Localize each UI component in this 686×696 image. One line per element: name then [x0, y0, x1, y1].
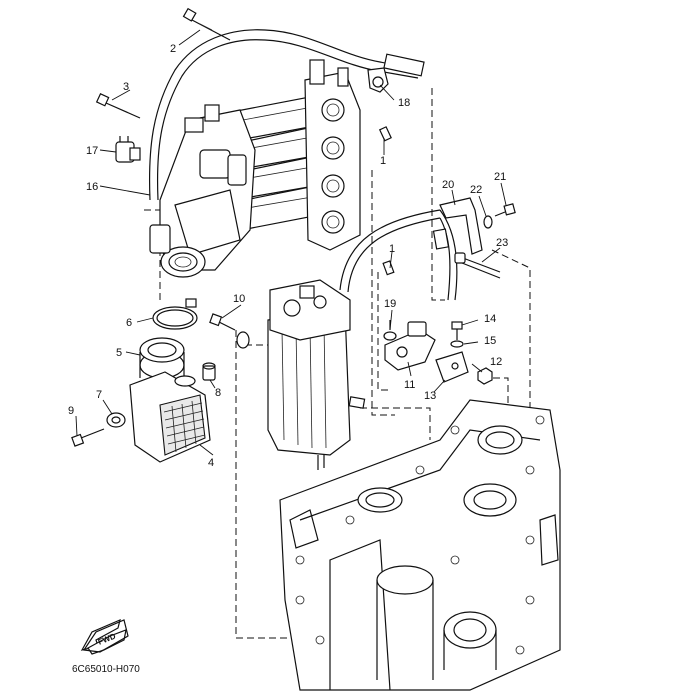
clip-part-18	[367, 67, 389, 93]
bolt-part-10	[209, 313, 250, 349]
intake-manifold-part	[148, 29, 425, 278]
callout-11: 11	[404, 379, 415, 391]
callout-18: 18	[398, 97, 410, 109]
fuel-unit-part	[267, 209, 458, 470]
callout-23: 23	[496, 237, 508, 249]
callout-8: 8	[215, 387, 221, 399]
fwd-arrow-icon: FWD	[80, 618, 129, 655]
callout-4: 4	[208, 457, 214, 469]
callout-19: 19	[384, 298, 396, 310]
callout-7: 7	[96, 389, 102, 401]
callout-20: 20	[442, 179, 454, 191]
callout-3: 3	[123, 81, 129, 93]
bracket-part-20	[439, 197, 483, 255]
callout-labels: 2 3 17 16 18 1 1 6 5 4 8 7 9 10 19 11 13…	[68, 43, 508, 469]
callout-15: 15	[484, 335, 496, 347]
callout-10: 10	[233, 293, 245, 305]
callout-22: 22	[470, 184, 482, 196]
grommet-part-7	[106, 412, 126, 428]
callout-17: 17	[86, 145, 98, 157]
bracket-part-13	[435, 351, 469, 383]
bolt-part-9	[71, 428, 105, 447]
callout-1b: 1	[389, 243, 395, 255]
sensor-part-17	[115, 136, 141, 163]
collar-part-8	[202, 362, 216, 381]
callout-5: 5	[116, 347, 122, 359]
valve-part-11	[384, 321, 436, 371]
callout-6: 6	[126, 317, 132, 329]
diagram-code: 6C65010-H070	[72, 664, 140, 675]
tie-part-23	[454, 252, 501, 279]
callout-21: 21	[494, 171, 506, 183]
callout-14: 14	[484, 313, 496, 325]
callout-12: 12	[490, 356, 502, 368]
callout-13: 13	[424, 390, 436, 402]
washer-part-15	[450, 340, 464, 348]
callout-9: 9	[68, 405, 74, 417]
callout-1a: 1	[380, 155, 386, 167]
bolt-part-21	[494, 203, 516, 217]
screw-part-14	[451, 321, 463, 340]
callout-16: 16	[86, 181, 98, 193]
washer-part-22	[483, 215, 493, 229]
bolt-long-part	[182, 7, 231, 41]
callout-2: 2	[170, 43, 176, 55]
silencer-part-4	[129, 371, 211, 463]
joint-part-5	[139, 337, 185, 379]
powerhead-block-part	[279, 399, 561, 691]
plug-part-1	[378, 126, 395, 276]
leader-lines	[75, 29, 507, 456]
clamp-part-6	[152, 298, 198, 330]
bolt-part-3	[95, 92, 141, 119]
